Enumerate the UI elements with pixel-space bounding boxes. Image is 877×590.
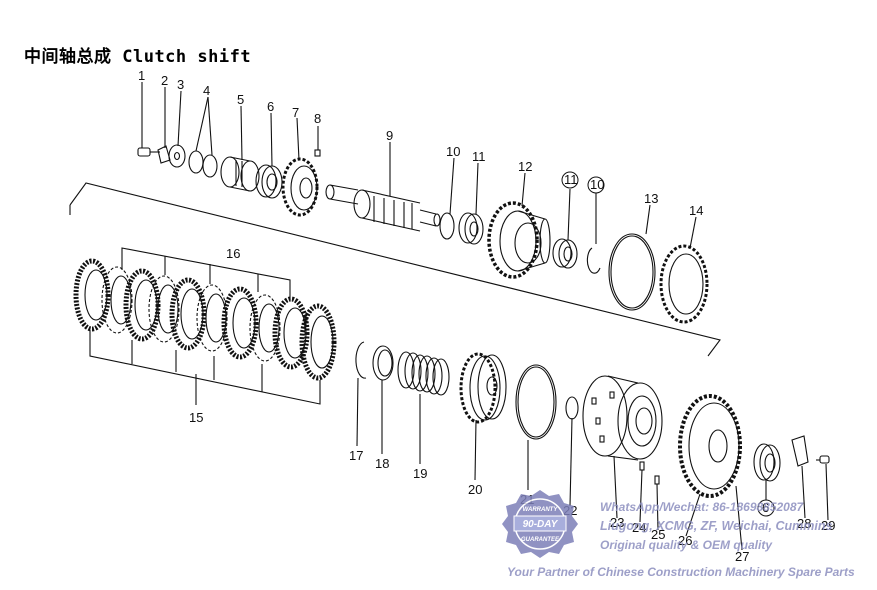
part-piston-20	[459, 352, 507, 424]
badge-top-text: WARRANTY	[523, 507, 559, 513]
part-ball-bearing	[255, 164, 283, 199]
callout-29: 29	[821, 518, 835, 533]
callout-5: 5	[237, 92, 244, 107]
callout-14: 14	[689, 203, 703, 218]
callout-10b: 10	[590, 177, 604, 192]
callout-28: 28	[797, 516, 811, 531]
callout-23: 23	[610, 515, 624, 530]
callout-11: 11	[472, 149, 486, 164]
callout-1: 1	[138, 68, 145, 83]
part-gear-12	[487, 201, 551, 279]
part-ring-18	[372, 345, 394, 381]
part-bearing-11b	[552, 238, 578, 269]
part-roller-bearing	[220, 156, 260, 192]
callout-8: 8	[314, 111, 321, 126]
part-pin-25	[654, 475, 660, 485]
callout-6b: 6	[762, 500, 769, 515]
part-retaining-ring	[439, 212, 455, 240]
part-washer	[168, 144, 186, 168]
callout-25: 25	[651, 527, 665, 542]
part-pin	[314, 149, 321, 157]
callout-2: 2	[161, 73, 168, 88]
part-gear-small	[281, 157, 319, 217]
badge-mid-text: 90-DAY	[523, 519, 559, 530]
part-o-ring-21	[515, 364, 557, 440]
part-steel-disc-14	[659, 244, 709, 324]
watermark-quality: Original quality & OEM quality	[600, 538, 773, 552]
diagram-title: 中间轴总成 Clutch shift	[24, 47, 252, 67]
part-lock-plate	[157, 145, 171, 164]
part-bearing-11	[458, 212, 484, 245]
part-retaining-ring-b	[586, 247, 601, 274]
callout-27: 27	[735, 549, 749, 564]
part-snap-ring-a	[188, 150, 204, 174]
callout-19: 19	[413, 466, 427, 481]
callout-24: 24	[632, 520, 646, 535]
part-ball-bearing-b	[753, 443, 781, 482]
badge-bottom-text: GUARANTEE	[521, 537, 560, 543]
warranty-badge: WARRANTY 90-DAY GUARANTEE	[502, 490, 578, 558]
callout-15: 15	[189, 410, 203, 425]
part-bolt-29	[816, 455, 830, 464]
callout-13: 13	[644, 191, 658, 206]
clutch-pack-discs	[73, 258, 337, 381]
callout-12: 12	[518, 159, 532, 174]
part-o-ring-22	[565, 396, 579, 420]
part-spring	[397, 351, 450, 396]
callout-3: 3	[177, 77, 184, 92]
clutch-pack-frame	[69, 182, 721, 357]
part-lock-plate-28	[791, 435, 809, 467]
callout-9: 9	[386, 128, 393, 143]
part-large-snap-ring	[608, 233, 656, 311]
part-countershaft	[325, 184, 441, 232]
callout-16: 16	[226, 246, 240, 261]
part-output-gear	[678, 394, 742, 498]
part-snap-ring-b	[202, 154, 218, 178]
watermark-brands: Liugong, XCMG, ZF, Weichai, Cummins	[600, 519, 832, 533]
watermark-slogan: Your Partner of Chinese Construction Mac…	[507, 565, 855, 579]
watermark-contact: WhatsApp/Wechat: 86-18698852087	[600, 500, 805, 514]
callout-4: 4	[203, 83, 210, 98]
callout-11b: 11	[564, 172, 578, 187]
part-clutch-drum	[582, 375, 663, 461]
callout-20: 20	[468, 482, 482, 497]
part-pin-24	[639, 461, 645, 471]
part-bolt	[137, 147, 160, 157]
callout-17: 17	[349, 448, 363, 463]
callout-7: 7	[292, 105, 299, 120]
callout-6: 6	[267, 99, 274, 114]
callout-18: 18	[375, 456, 389, 471]
callout-10: 10	[446, 144, 460, 159]
callout-26: 26	[678, 533, 692, 548]
part-snap-ring-17	[355, 341, 367, 379]
